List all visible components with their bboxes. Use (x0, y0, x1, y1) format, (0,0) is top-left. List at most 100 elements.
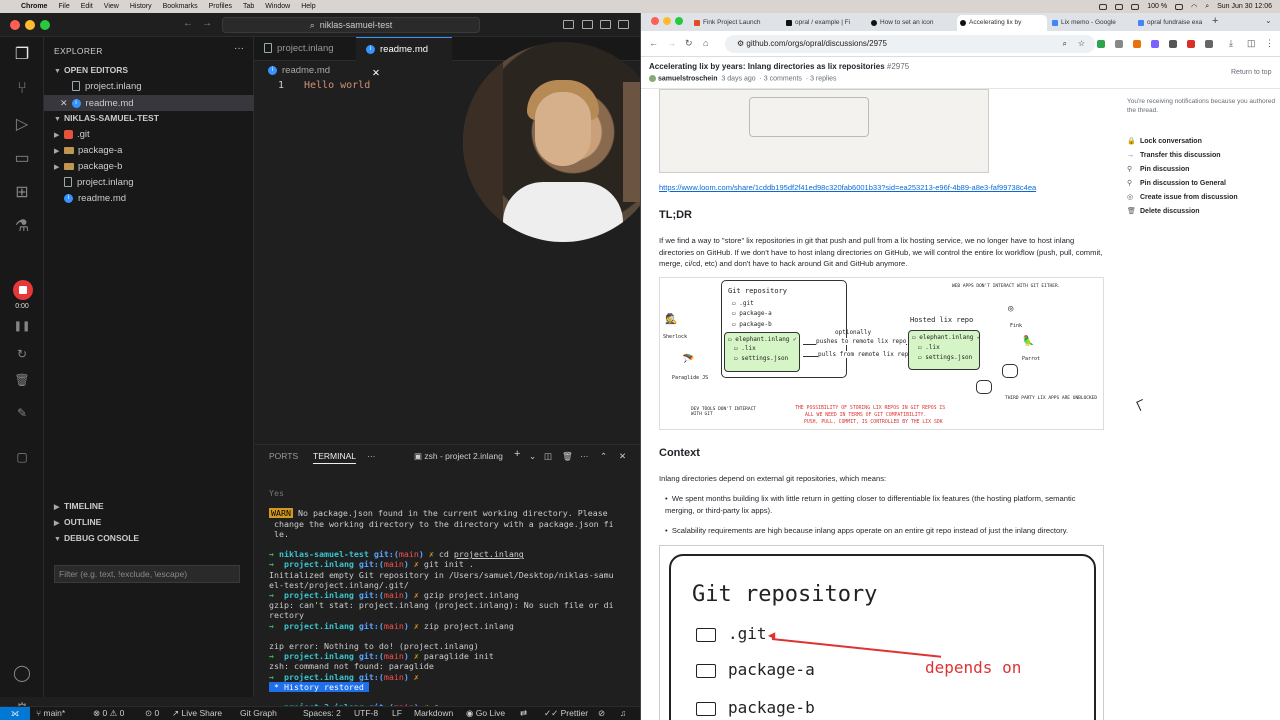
address-bar[interactable]: ⚙ github.com/orgs/opral/discussions/2975… (725, 35, 1095, 53)
more-actions-icon[interactable]: ··· (234, 43, 244, 54)
toggle-panel-icon[interactable] (582, 20, 593, 29)
notifications-icon[interactable]: ♫ (620, 708, 627, 718)
forward-arrow-icon[interactable]: → (667, 38, 676, 48)
new-terminal-icon[interactable]: + (514, 448, 521, 460)
home-icon[interactable]: ⌂ (703, 38, 709, 48)
remote-explorer-icon[interactable]: ▭ (14, 150, 30, 167)
menubar-edit[interactable]: Edit (80, 3, 93, 10)
avatar[interactable] (649, 75, 656, 82)
browser-tab[interactable]: opral / example | Fi (783, 15, 873, 31)
extensions-icon[interactable]: ⊞ (15, 184, 29, 201)
chrome-menu-icon[interactable]: ⋮ (1265, 38, 1274, 48)
explorer-icon[interactable]: ❐ (14, 46, 30, 63)
git-graph-button[interactable]: Git Graph (240, 708, 277, 718)
site-info-icon[interactable]: ⚙ (737, 39, 745, 48)
create-issue-button[interactable]: ◎Create issue from discussion (1127, 191, 1277, 205)
run-debug-icon[interactable]: ▷ (15, 116, 29, 133)
tab-search-icon[interactable]: ⌄ (1265, 16, 1272, 25)
problems-indicator[interactable]: ⊗ 0 ⚠ 0 (93, 708, 125, 718)
open-editors-section[interactable]: ▼OPEN EDITORS (44, 63, 254, 78)
menubar-app-name[interactable]: Chrome (21, 3, 48, 10)
author-link[interactable]: samuelstroschein (657, 75, 718, 83)
eol-indicator[interactable]: LF (392, 708, 402, 718)
extension-icon[interactable] (1151, 40, 1159, 48)
battery-percent[interactable]: 100 % (1147, 3, 1168, 10)
tree-item-git[interactable]: ▶.git (44, 127, 254, 143)
browser-tab[interactable]: Fink Project Launch (691, 15, 781, 31)
browser-tab[interactable]: How to set an icon (868, 15, 958, 31)
pin-to-general-button[interactable]: ⚲Pin discussion to General (1127, 177, 1277, 191)
tree-item-project-inlang[interactable]: project.inlang (44, 175, 254, 191)
split-terminal-icon[interactable]: ◫ (544, 451, 553, 461)
back-arrow-icon[interactable]: ← (183, 18, 193, 29)
terminal-output[interactable]: Yes WARN No package.json found in the cu… (269, 488, 629, 712)
transfer-discussion-button[interactable]: →Transfer this discussion (1127, 149, 1277, 163)
trash-icon[interactable]: 🗑 (14, 373, 30, 387)
browser-tab-active[interactable]: Accelerating lix by (957, 15, 1047, 31)
trash-icon[interactable]: 🗑 (562, 451, 573, 461)
terminal-shell-label[interactable]: ▣ zsh - project 2.inlang (414, 451, 503, 461)
chevron-down-icon[interactable]: ⌄ (529, 451, 537, 461)
workspace-section[interactable]: ▼NIKLAS-SAMUEL-TEST (44, 111, 254, 126)
zoom-window-button[interactable] (40, 20, 50, 30)
zoom-icon[interactable]: ⌕ (1062, 39, 1067, 48)
browser-tab[interactable]: Lix memo - Google (1049, 15, 1139, 31)
zoom-window-button[interactable] (675, 17, 683, 25)
toggle-sidebar-icon[interactable] (563, 20, 574, 29)
copilot-icon[interactable]: ⊘ (598, 708, 606, 718)
extension-icon[interactable] (1169, 40, 1177, 48)
timeline-section[interactable]: ▶TIMELINE (44, 499, 254, 514)
restart-icon[interactable]: ↻ (16, 347, 28, 361)
tab-ports[interactable]: PORTS (269, 451, 299, 461)
close-icon[interactable]: ✕ (60, 98, 68, 108)
loom-thumbnail[interactable] (659, 89, 989, 173)
minimize-window-button[interactable] (25, 20, 35, 30)
comment-icon[interactable]: ▢ (16, 450, 28, 464)
toggle-secondary-sidebar-icon[interactable] (600, 20, 611, 29)
menubar-history[interactable]: History (129, 3, 152, 10)
encoding-indicator[interactable]: UTF-8 (354, 708, 379, 718)
new-tab-button[interactable]: + (1212, 15, 1219, 27)
close-icon[interactable]: ✕ (372, 68, 380, 79)
close-window-button[interactable] (651, 17, 659, 25)
language-indicator[interactable]: Markdown (414, 708, 454, 718)
download-icon[interactable]: ⤓ (1229, 38, 1233, 48)
reload-icon[interactable]: ↻ (685, 38, 693, 48)
pen-icon[interactable]: ✎ (16, 406, 28, 420)
go-live-button[interactable]: ◉ Go Live (466, 708, 506, 718)
menubar-profiles[interactable]: Profiles (208, 3, 232, 10)
command-center-search[interactable]: ⌕ niklas-samuel-test (222, 17, 480, 33)
minimize-window-button[interactable] (663, 17, 671, 25)
menubar-bookmarks[interactable]: Bookmarks (162, 3, 198, 10)
bookmark-star-icon[interactable]: ☆ (1077, 39, 1085, 48)
branch-indicator[interactable]: ⑂ main* (36, 708, 66, 718)
remote-indicator-icon[interactable]: ⟗ (0, 707, 30, 720)
extensions-puzzle-icon[interactable] (1205, 40, 1213, 48)
sync-icon[interactable]: ⇄ (520, 708, 528, 718)
close-panel-icon[interactable]: ✕ (619, 451, 627, 461)
menubar-clock[interactable]: Sun Jun 30 12:06 (1217, 3, 1272, 10)
close-window-button[interactable] (10, 20, 20, 30)
loom-link[interactable]: https://www.loom.com/share/1cddb195df2f4… (659, 183, 1037, 192)
debug-console-section[interactable]: ▼DEBUG CONSOLE (44, 531, 254, 546)
menubar-file[interactable]: File (58, 3, 70, 10)
pause-icon[interactable]: ❚❚ (13, 321, 31, 332)
menubar-view[interactable]: View (103, 3, 119, 10)
pin-discussion-button[interactable]: ⚲Pin discussion (1127, 163, 1277, 177)
code-line[interactable]: Hello world (304, 80, 371, 91)
extension-icon[interactable] (1133, 40, 1141, 48)
open-editor-item[interactable]: project.inlang (44, 79, 254, 95)
customize-layout-icon[interactable] (618, 20, 629, 29)
indentation-indicator[interactable]: Spaces: 2 (303, 708, 341, 718)
tab-terminal[interactable]: TERMINAL (313, 451, 356, 464)
wifi-icon[interactable]: ◠ (1191, 3, 1198, 11)
accounts-icon[interactable]: ◯ (13, 665, 31, 682)
side-panel-icon[interactable]: ◫ (1247, 38, 1256, 48)
more-actions-icon[interactable]: ··· (580, 451, 589, 461)
browser-tab[interactable]: opral fundraise exa (1135, 15, 1225, 31)
extension-icon[interactable] (1097, 40, 1105, 48)
